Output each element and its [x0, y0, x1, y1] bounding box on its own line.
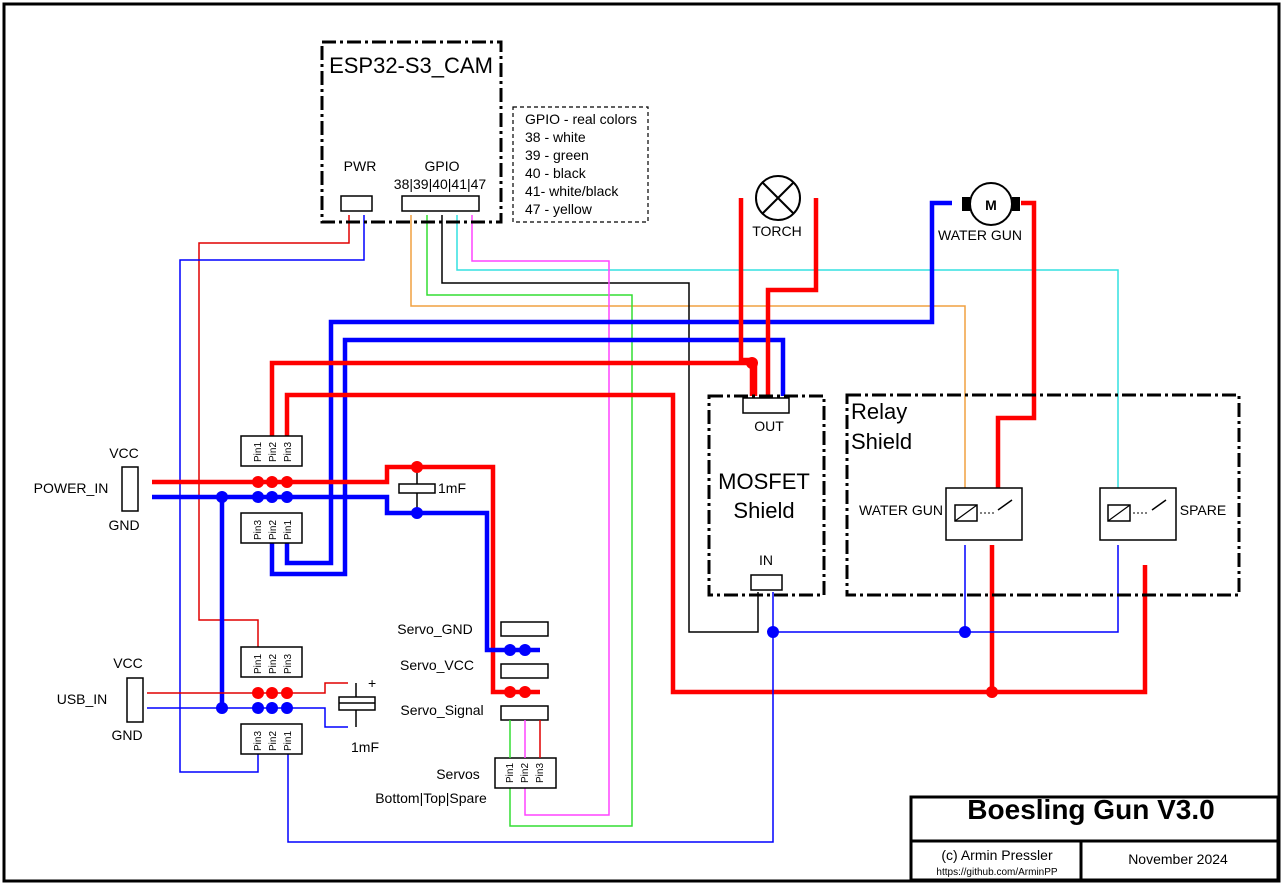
torch-lamp: TORCH — [752, 175, 802, 239]
svg-text:Pin3: Pin3 — [283, 442, 294, 462]
servo-connectors: Servo_GND Servo_VCC Servo_Signal Pin1 Pi… — [375, 621, 557, 806]
esp32-module: ESP32-S3_CAM PWR GPIO 38|39|40|41|47 — [320, 40, 503, 224]
svg-text:Pin3: Pin3 — [283, 654, 294, 674]
svg-text:Pin1: Pin1 — [283, 731, 294, 751]
svg-text:Pin2: Pin2 — [268, 654, 279, 674]
motor-symbol-m: M — [985, 197, 997, 213]
power-in-vcc: VCC — [109, 445, 139, 461]
svg-text:Pin3: Pin3 — [253, 731, 264, 751]
capacitor-1: 1mF — [398, 480, 466, 496]
cap2-plus: + — [368, 675, 376, 691]
date-label: November 2024 — [1128, 851, 1228, 867]
author-url: https://github.com/ArminPP — [936, 867, 1057, 878]
usb-in-vcc: VCC — [113, 655, 143, 671]
schematic-title: Boesling Gun V3.0 — [967, 794, 1214, 825]
legend-line-2: 39 - green — [525, 147, 589, 163]
legend-line-5: 47 - yellow — [525, 201, 593, 217]
legend-line-1: 38 - white — [525, 129, 586, 145]
legend-title: GPIO - real colors — [525, 111, 637, 127]
water-gun-motor: M WATER GUN — [938, 182, 1022, 243]
svg-text:Pin3: Pin3 — [253, 520, 264, 540]
relay-spare-label: SPARE — [1180, 502, 1226, 518]
motor-label: WATER GUN — [938, 227, 1022, 243]
cap2-label: 1mF — [351, 739, 379, 755]
mosfet-title-2: Shield — [733, 498, 794, 523]
svg-text:Pin1: Pin1 — [253, 442, 264, 462]
servos-label: Servos — [436, 766, 480, 782]
relay-water-gun-label: WATER GUN — [859, 502, 943, 518]
svg-text:Pin2: Pin2 — [268, 520, 279, 540]
mosfet-title-1: MOSFET — [718, 469, 810, 494]
mosfet-out-label: OUT — [754, 418, 784, 434]
usb-in-label: USB_IN — [57, 691, 108, 707]
servos-positions: Bottom|Top|Spare — [375, 790, 487, 806]
servo-gnd-label: Servo_GND — [397, 621, 472, 637]
svg-text:Pin2: Pin2 — [520, 763, 531, 783]
power-in-gnd: GND — [108, 517, 139, 533]
capacitor-2: + 1mF — [338, 675, 379, 755]
junction-dots — [216, 357, 998, 714]
svg-text:Pin3: Pin3 — [535, 763, 546, 783]
author-label: (c) Armin Pressler — [941, 847, 1053, 863]
title-block: Boesling Gun V3.0 (c) Armin Pressler htt… — [909, 794, 1280, 882]
servo-vcc-label: Servo_VCC — [400, 657, 474, 673]
svg-text:Pin2: Pin2 — [268, 731, 279, 751]
power-in-connector: VCC POWER_IN GND — [34, 445, 140, 533]
torch-label: TORCH — [752, 223, 802, 239]
relay-shield: Relay Shield WATER GUN SPARE — [845, 393, 1241, 597]
svg-text:Pin1: Pin1 — [505, 763, 516, 783]
svg-text:Pin1: Pin1 — [283, 520, 294, 540]
svg-text:Pin2: Pin2 — [268, 442, 279, 462]
esp-title: ESP32-S3_CAM — [329, 53, 493, 78]
power-distribution-headers: Pin1 Pin2 Pin3 Pin3 Pin2 Pin1 Pin1 Pin2 … — [240, 435, 303, 755]
mosfet-in-label: IN — [759, 552, 773, 568]
mosfet-shield: OUT MOSFET Shield IN — [707, 394, 826, 597]
legend-line-3: 40 - black — [525, 165, 587, 181]
svg-text:Pin1: Pin1 — [253, 654, 264, 674]
gpio-legend: GPIO - real colors 38 - white 39 - green… — [512, 106, 649, 223]
esp-gpio-label: GPIO — [424, 158, 459, 174]
wires — [147, 198, 1148, 843]
usb-in-gnd: GND — [111, 727, 142, 743]
relay-title-1: Relay — [851, 399, 907, 424]
servo-signal-label: Servo_Signal — [400, 702, 483, 718]
legend-line-4: 41- white/black — [525, 183, 619, 199]
power-in-label: POWER_IN — [34, 480, 109, 496]
cap1-label: 1mF — [438, 480, 466, 496]
relay-title-2: Shield — [851, 429, 912, 454]
esp-gpio-pins: 38|39|40|41|47 — [394, 176, 487, 192]
esp-pwr-label: PWR — [344, 158, 377, 174]
usb-in-connector: VCC USB_IN GND — [57, 655, 144, 743]
